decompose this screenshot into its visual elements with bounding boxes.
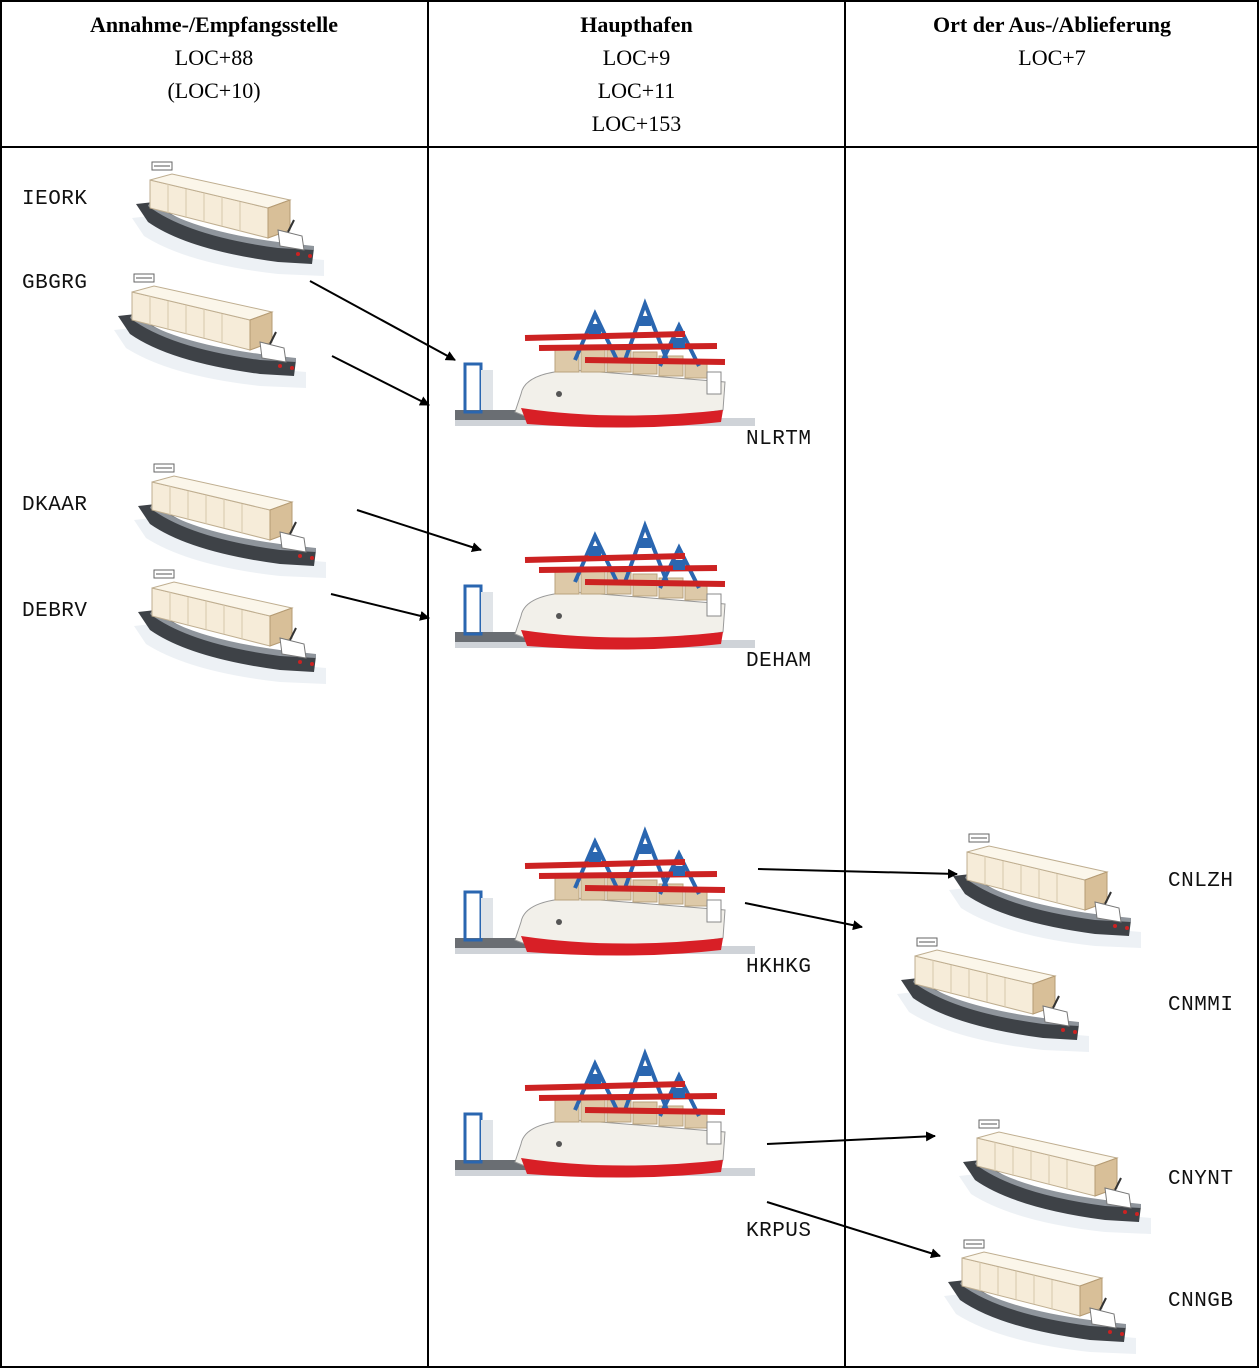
route-arrow: [330, 593, 430, 621]
origin-code: IEORK: [22, 188, 88, 211]
destination-code: CNNGB: [1168, 1290, 1234, 1313]
route-arrow: [309, 280, 456, 361]
column-qualifier: LOC+88: [174, 45, 254, 70]
destination-icons: [896, 833, 1152, 1355]
route-arrow: [766, 1131, 936, 1145]
container-port-crane-icon: [455, 526, 755, 650]
container-barge-icon: [958, 1119, 1152, 1235]
column-qualifier: LOC+153: [591, 111, 682, 136]
column-header-hub: Haupthafen LOC+9 LOC+11 LOC+153: [428, 8, 845, 140]
column-qualifier: LOC+9: [602, 45, 671, 70]
route-arrow: [356, 509, 482, 552]
container-barge-icon: [896, 937, 1090, 1053]
origin-code: GBGRG: [22, 272, 88, 295]
column-header-destination: Ort der Aus-/Ablieferung LOC+7: [845, 8, 1259, 74]
hub-code: HKHKG: [746, 956, 812, 979]
column-title: Annahme-/Empfangsstelle: [89, 12, 339, 37]
destination-code: CNLZH: [1168, 870, 1234, 893]
route-arrow: [757, 868, 958, 879]
container-barge-icon: [943, 1239, 1137, 1355]
hub-code: NLRTM: [746, 428, 812, 451]
column-qualifier: LOC+11: [597, 78, 676, 103]
route-arrows: [309, 280, 958, 1259]
container-barge-icon: [133, 569, 327, 685]
container-barge-icon: [948, 833, 1142, 949]
container-barge-icon: [133, 463, 327, 579]
origin-icons: [113, 161, 327, 685]
hub-code: KRPUS: [746, 1220, 812, 1243]
route-arrow: [766, 1201, 941, 1259]
column-title: Ort der Aus-/Ablieferung: [933, 12, 1171, 37]
column-title: Haupthafen: [580, 12, 693, 37]
container-port-crane-icon: [455, 1054, 755, 1178]
destination-code: CNMMI: [1168, 994, 1234, 1017]
container-barge-icon: [131, 161, 325, 277]
container-port-crane-icon: [455, 832, 755, 956]
container-port-crane-icon: [455, 304, 755, 428]
column-header-origin: Annahme-/Empfangsstelle LOC+88 (LOC+10): [0, 8, 428, 107]
container-barge-icon: [113, 273, 307, 389]
origin-code: DEBRV: [22, 600, 88, 623]
destination-code: CNYNT: [1168, 1168, 1234, 1191]
hub-code: DEHAM: [746, 650, 812, 673]
hub-icons: [455, 304, 755, 1178]
route-arrow: [331, 355, 430, 406]
column-qualifier: LOC+7: [1018, 45, 1086, 70]
route-arrow: [744, 902, 863, 931]
origin-code: DKAAR: [22, 494, 88, 517]
column-qualifier: (LOC+10): [167, 78, 261, 103]
